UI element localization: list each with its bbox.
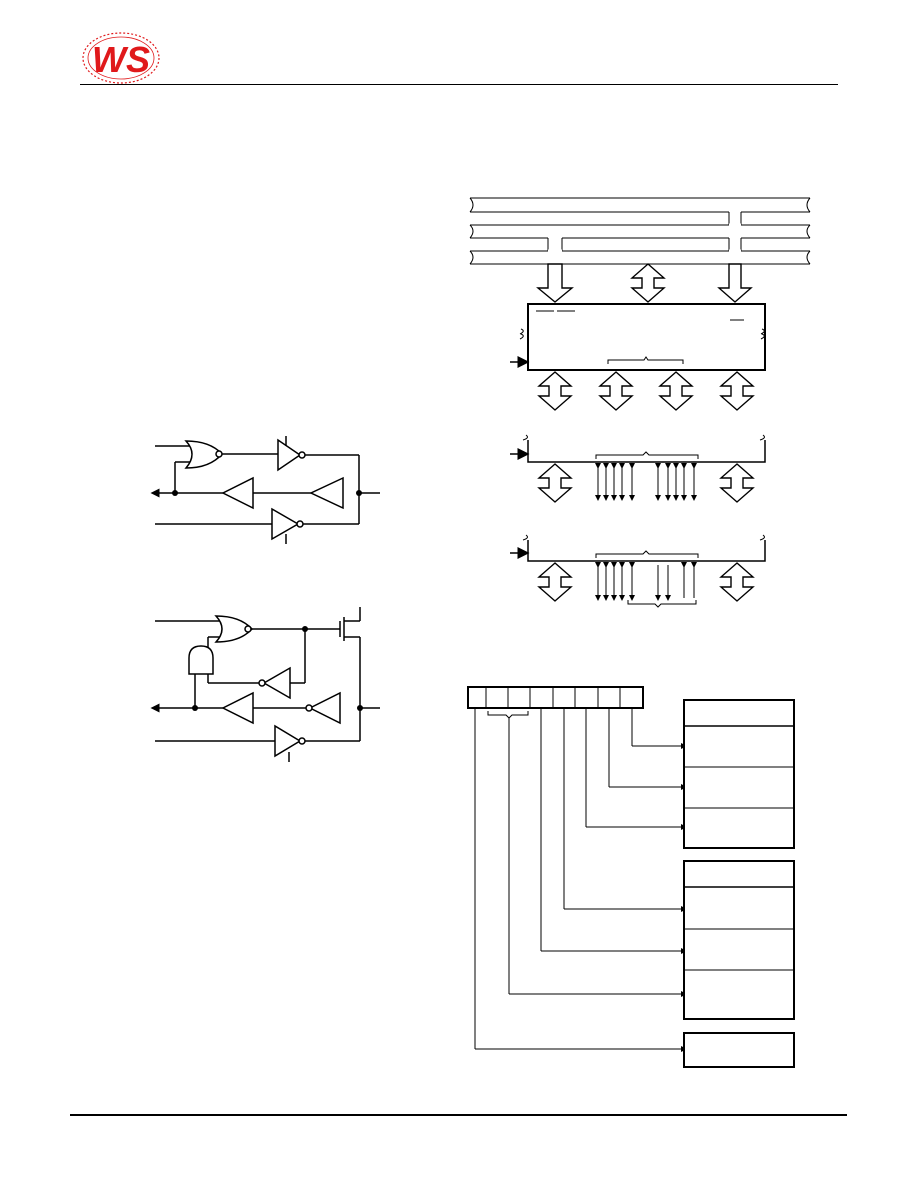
bus-arrow-bidir-center	[630, 263, 666, 303]
nor-gate-b	[214, 615, 254, 643]
register-box-group-2	[683, 860, 795, 1020]
logo-graphic: WS	[82, 32, 160, 84]
logo-text: WS	[92, 39, 150, 80]
buffer-right-b	[308, 691, 341, 725]
tristate-buffer-b	[274, 724, 302, 758]
buffer-feedback	[262, 666, 291, 700]
buffer-left	[221, 476, 254, 510]
tristate-buffer-bottom	[271, 507, 300, 541]
bus-arrow-down-left	[536, 263, 574, 303]
bit-lines-2	[595, 463, 697, 501]
register-bits	[467, 686, 644, 709]
bus-block-diagram	[469, 197, 811, 411]
bit-lines-3	[595, 562, 697, 601]
register-box-group-3	[683, 1032, 795, 1068]
chip-block	[527, 303, 766, 371]
logic-circuit-b	[150, 607, 380, 762]
register-map	[467, 686, 795, 1068]
company-logo: WS	[80, 30, 162, 86]
port-diagram-2	[510, 434, 766, 503]
and-gate	[188, 645, 214, 675]
header-rule	[80, 84, 838, 85]
bus-arrow-down-right	[717, 263, 753, 303]
footer-rule	[70, 1114, 847, 1116]
port-diagram-3	[510, 534, 766, 608]
nor-gate	[184, 440, 224, 469]
register-box-group-1	[683, 699, 795, 849]
buffer-left-b	[221, 691, 254, 725]
logic-circuit-a	[150, 436, 380, 544]
bus-lines	[469, 197, 811, 265]
port-arrows-row1	[537, 371, 755, 411]
buffer-right	[309, 476, 344, 510]
tristate-buffer-top	[277, 438, 302, 472]
